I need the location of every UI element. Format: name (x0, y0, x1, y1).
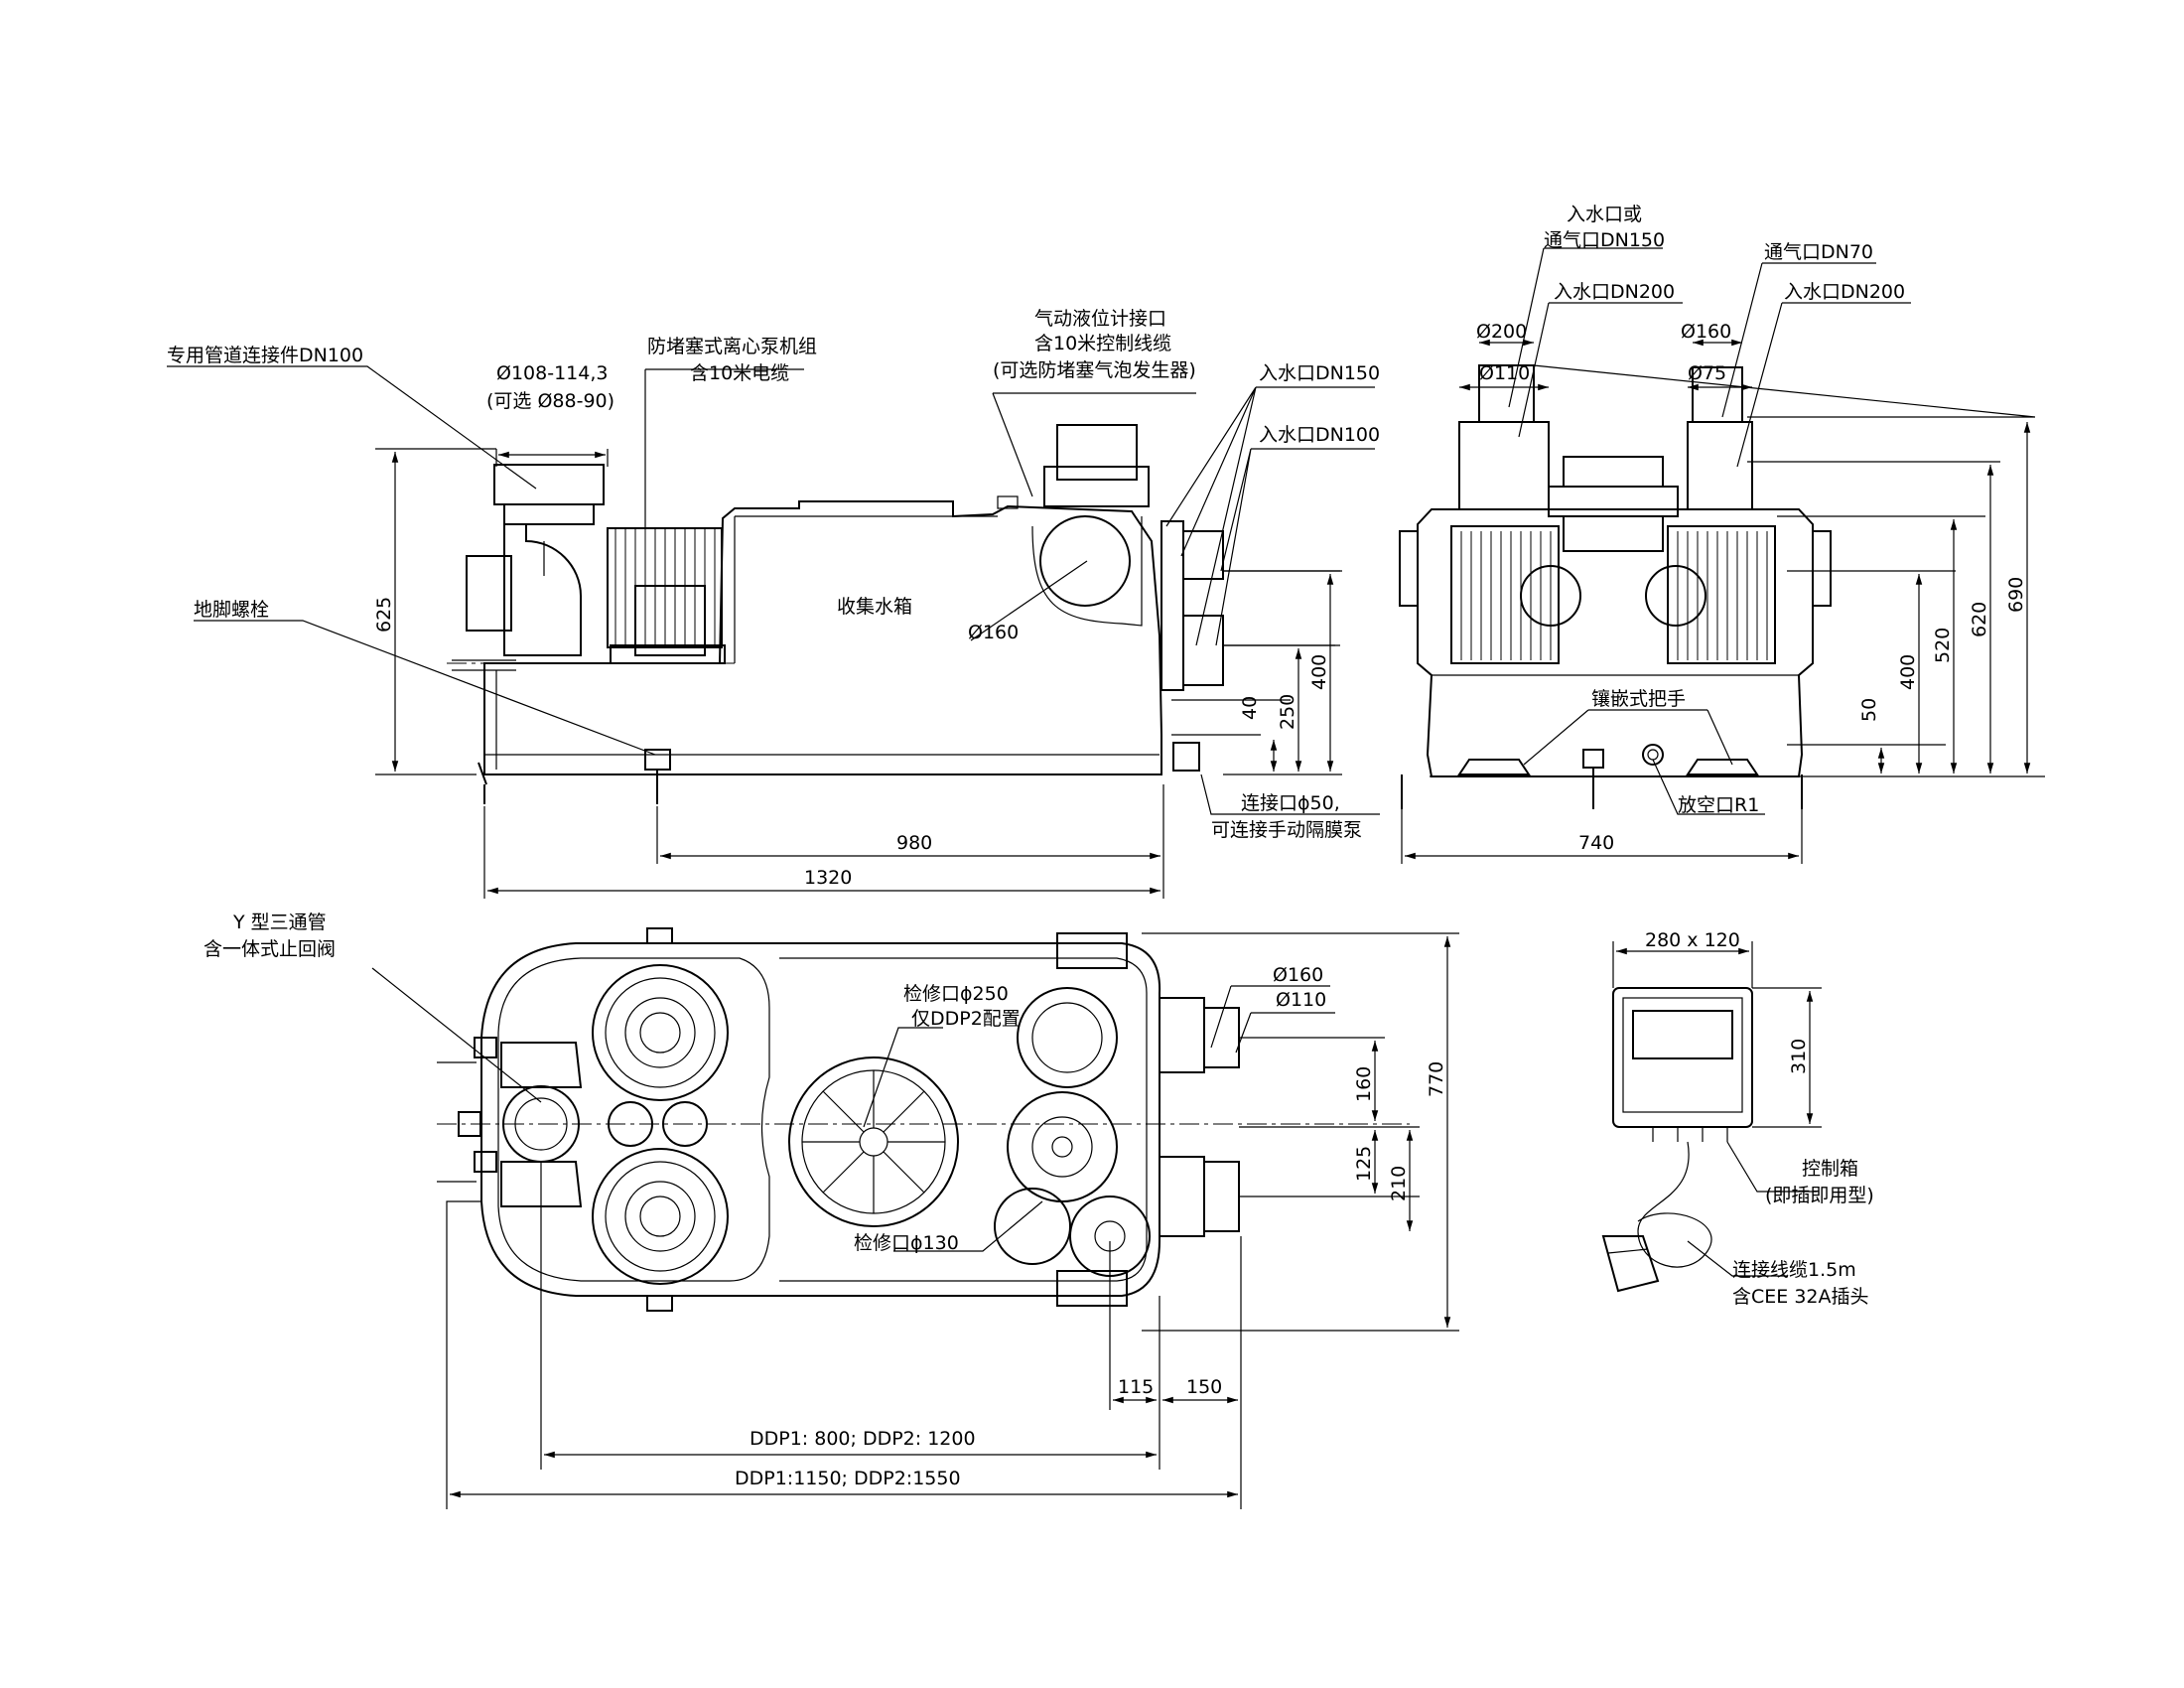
bolt-label: 地脚螺栓 (194, 599, 269, 621)
dim-400-front: 400 (1897, 654, 1919, 690)
handle-label: 镶嵌式把手 (1591, 688, 1686, 710)
connector-label: 专用管道连接件DN100 (167, 345, 363, 366)
conn50-label-2: 可连接手动隔膜泵 (1211, 819, 1362, 841)
dim-d110-front: Ø110 (1479, 362, 1530, 384)
inlet-or-vent-label-1: 入水口或 (1567, 204, 1642, 225)
dim-125: 125 (1353, 1146, 1375, 1182)
side-view-leaders (167, 365, 1380, 815)
dim-len-inner: DDP1: 800; DDP2: 1200 (750, 1428, 976, 1450)
dim-150: 150 (1186, 1376, 1222, 1398)
cable-label-2: 含CEE 32A插头 (1732, 1286, 1869, 1308)
dim-d110-top: Ø110 (1276, 989, 1326, 1011)
level-label-2: 含10米控制线缆 (1034, 333, 1171, 354)
pump-label-1: 防堵塞式离心泵机组 (647, 336, 817, 357)
dim-160: 160 (1353, 1066, 1375, 1102)
d160-label: Ø160 (968, 622, 1019, 643)
front-view-leaders (1508, 247, 1911, 815)
dim-740: 740 (1578, 832, 1614, 854)
control-box-label-2: (即插即用型) (1765, 1185, 1874, 1206)
dim-770: 770 (1426, 1061, 1447, 1097)
dim-520: 520 (1932, 628, 1954, 663)
dim-400-side: 400 (1308, 654, 1330, 690)
dim-d200: Ø200 (1476, 321, 1527, 343)
level-label-3: (可选防堵塞气泡发生器) (993, 359, 1196, 381)
top-view-dimensions (446, 932, 1459, 1509)
dim-115: 115 (1118, 1376, 1154, 1398)
box-height-dim: 310 (1788, 1039, 1810, 1074)
dim-d75: Ø75 (1688, 362, 1726, 384)
ytee-label-2: 含一体式止回阀 (204, 938, 336, 960)
dim-1320: 1320 (804, 867, 852, 889)
control-box (1601, 941, 1822, 1293)
front-view (1399, 364, 2036, 809)
drain-label: 放空口R1 (1678, 794, 1759, 816)
insp130-label: 检修口ϕ130 (854, 1232, 959, 1254)
inlet-or-vent-label-2: 通气口DN150 (1544, 229, 1665, 251)
dim-d160-top: Ø160 (1273, 964, 1323, 986)
conn50-label-1: 连接口ϕ50, (1241, 792, 1340, 814)
dim-210: 210 (1388, 1166, 1410, 1201)
inlet-100-label: 入水口DN100 (1259, 424, 1380, 446)
dim-40: 40 (1239, 696, 1261, 720)
dim-len-outer: DDP1:1150; DDP2:1550 (735, 1468, 961, 1489)
inlet-150-label: 入水口DN150 (1259, 362, 1380, 384)
top-view-labels: Y 型三通管 含一体式止回阀 检修口ϕ250 仅DDP2配置 检修口ϕ130 Ø… (204, 912, 1447, 1489)
control-box-labels: 280 x 120 310 控制箱 (即插即用型) 连接线缆1.5m 含CEE … (1645, 929, 1874, 1308)
side-view-labels: 专用管道连接件DN100 Ø108-114,3 (可选 Ø88-90) 防堵塞式… (167, 308, 1380, 889)
tank-label: 收集水箱 (837, 596, 912, 618)
ytee-label-1: Y 型三通管 (232, 912, 327, 933)
box-size-dim: 280 x 120 (1645, 929, 1740, 951)
insp250-label-2: 仅DDP2配置 (911, 1008, 1021, 1030)
flange-dia-label: Ø108-114,3 (496, 362, 608, 384)
inlet-200-label-b: 入水口DN200 (1784, 281, 1905, 303)
top-view-leaders (371, 967, 1335, 1252)
vent-70-label: 通气口DN70 (1764, 241, 1873, 263)
dim-690: 690 (2005, 577, 2027, 613)
dim-980: 980 (896, 832, 932, 854)
flange-opt-label: (可选 Ø88-90) (486, 390, 614, 412)
front-view-dimensions (1401, 339, 2045, 864)
dim-d160-front: Ø160 (1681, 321, 1731, 343)
dim-620: 620 (1969, 602, 1990, 637)
side-view-dimensions (375, 448, 1342, 899)
pump-label-2: 含10米电缆 (690, 362, 789, 384)
inlet-200-label-a: 入水口DN200 (1554, 281, 1675, 303)
level-label-1: 气动液位计接口 (1034, 308, 1166, 330)
dim-625: 625 (373, 597, 395, 633)
top-view (437, 927, 1410, 1312)
front-view-labels: 入水口或 通气口DN150 入水口DN200 通气口DN70 入水口DN200 … (1476, 204, 2027, 854)
control-box-label-1: 控制箱 (1802, 1158, 1858, 1180)
dim-50: 50 (1858, 698, 1880, 722)
cable-label-1: 连接线缆1.5m (1732, 1259, 1856, 1281)
insp250-label-1: 检修口ϕ250 (903, 983, 1009, 1005)
dim-250: 250 (1277, 694, 1298, 730)
